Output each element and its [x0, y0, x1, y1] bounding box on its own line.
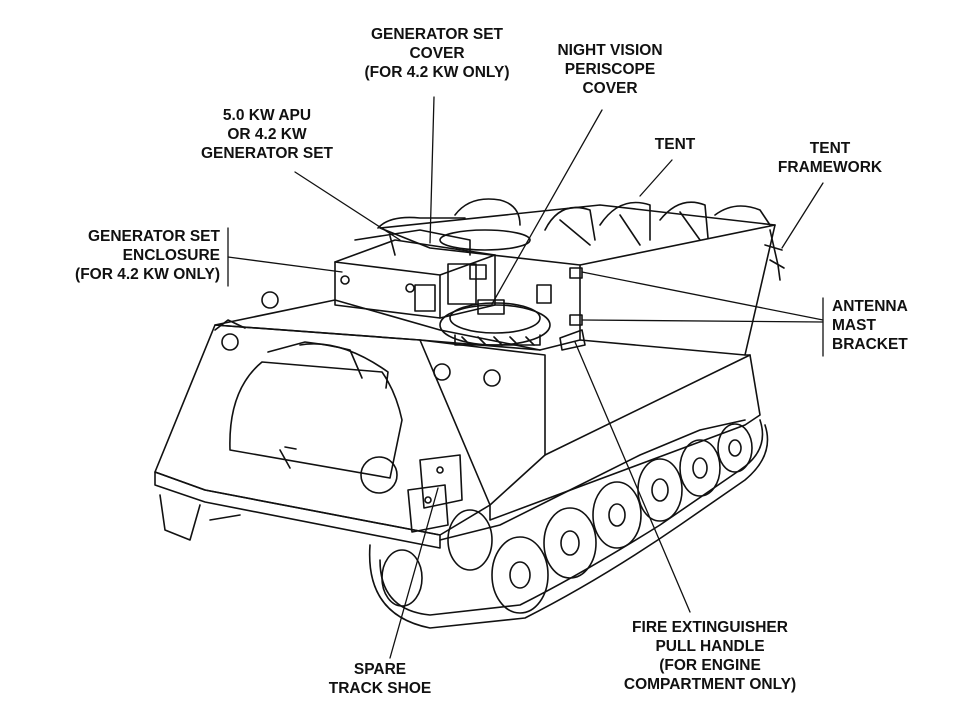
label-generator-set-enclosure: GENERATOR SET ENCLOSURE (FOR 4.2 KW ONLY…: [20, 227, 220, 284]
front-hatch: [229, 341, 403, 494]
label-line: GENERATOR SET: [200, 145, 334, 162]
label-line: PERISCOPE: [564, 61, 656, 78]
cupola: [439, 299, 551, 346]
label-line: COMPARTMENT ONLY): [623, 676, 797, 693]
label-line: GENERATOR SET: [87, 228, 220, 245]
label-antenna-mast-bracket: ANTENNA MAST BRACKET: [832, 297, 942, 354]
spare-track-shoe-drawing: [407, 454, 463, 533]
label-line: ENCLOSURE: [122, 247, 220, 264]
label-line: (FOR 4.2 KW ONLY): [364, 64, 510, 81]
label-generator-set-cover: GENERATOR SET COVER (FOR 4.2 KW ONLY): [342, 25, 532, 82]
track-assembly: [159, 419, 769, 629]
label-line: GENERATOR SET: [370, 26, 504, 43]
label-line: NIGHT VISION: [557, 42, 663, 59]
label-line: BRACKET: [832, 336, 908, 353]
front-fittings: [214, 291, 501, 387]
antenna-brackets: [536, 267, 586, 351]
label-fire-extinguisher-pull-handle: FIRE EXTINGUISHER PULL HANDLE (FOR ENGIN…: [585, 618, 835, 694]
label-line: (FOR 4.2 KW ONLY): [75, 266, 220, 283]
label-line: MAST: [832, 317, 876, 334]
label-line: FRAMEWORK: [777, 159, 883, 176]
label-line: ANTENNA: [832, 298, 908, 315]
label-spare-track-shoe: SPARE TRACK SHOE: [310, 660, 450, 698]
label-line: PULL HANDLE: [655, 638, 765, 655]
label-line: TENT: [809, 140, 851, 157]
label-apu-or-generator-set: 5.0 KW APU OR 4.2 KW GENERATOR SET: [172, 106, 362, 163]
label-night-vision-periscope-cover: NIGHT VISION PERISCOPE COVER: [545, 41, 675, 98]
label-line: TENT: [654, 136, 696, 153]
label-tent: TENT: [640, 135, 710, 154]
label-line: COVER: [409, 45, 465, 62]
label-line: OR 4.2 KW: [227, 126, 307, 143]
label-tent-framework: TENT FRAMEWORK: [760, 139, 900, 177]
label-line: SPARE: [353, 661, 407, 678]
tent-framework: [377, 198, 785, 281]
label-line: (FOR ENGINE: [659, 657, 761, 674]
label-line: 5.0 KW APU: [222, 107, 312, 124]
label-line: FIRE EXTINGUISHER: [632, 619, 788, 636]
leader-lines: [227, 96, 824, 659]
label-line: TRACK SHOE: [328, 680, 432, 697]
label-line: COVER: [582, 80, 638, 97]
